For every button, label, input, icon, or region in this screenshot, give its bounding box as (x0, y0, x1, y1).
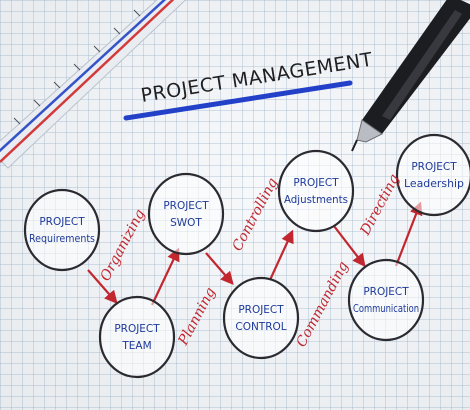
label-controlling: Controlling (229, 175, 281, 253)
node-swot-line1: PROJECT (163, 200, 209, 212)
arrow-communication-leadership (394, 201, 423, 267)
ruler-red-stripe (0, 0, 175, 163)
ruler (0, 0, 187, 169)
label-planning: Planning (175, 285, 219, 349)
node-team-line1: PROJECT (114, 323, 160, 335)
node-control-line1: PROJECT (238, 304, 284, 316)
node-swot-line2: SWOT (170, 217, 202, 229)
node-communication-line1: PROJECT (363, 286, 409, 298)
arrow-control-adjustments (269, 229, 294, 281)
connectors (87, 201, 423, 306)
label-directing: Directing (357, 172, 403, 239)
ruler-ticks (13, 9, 141, 125)
arrow-team-swot (151, 247, 180, 306)
arrow-swot-control (205, 252, 234, 285)
node-adjustments-line1: PROJECT (293, 177, 339, 189)
label-organizing: Organizing (97, 207, 148, 284)
node-team (98, 295, 176, 379)
node-adjustments-line2: Adjustments (284, 194, 348, 206)
pen (351, 0, 470, 152)
ruler-blue-stripe (0, 0, 167, 153)
node-requirements-line2: Requirements (29, 233, 95, 245)
title-underline (123, 80, 353, 121)
node-team-line2: TEAM (121, 340, 151, 352)
arrow-adjustments-communication (333, 225, 366, 268)
node-swot (147, 172, 225, 256)
node-communication (347, 258, 425, 342)
node-adjustments (277, 149, 355, 233)
node-control (222, 276, 300, 360)
pen-tip (356, 119, 383, 143)
node-requirements-line1: PROJECT (39, 216, 85, 228)
node-requirements (23, 188, 101, 272)
node-communication-line2: Communication (353, 303, 419, 315)
node-leadership-line1: PROJECT (411, 161, 457, 173)
label-commanding: Commanding (293, 259, 351, 350)
node-control-line2: CONTROL (235, 321, 286, 333)
arrow-requirements-team (87, 269, 118, 304)
node-leadership-line2: Leadership (404, 178, 464, 190)
node-leadership (395, 133, 470, 217)
